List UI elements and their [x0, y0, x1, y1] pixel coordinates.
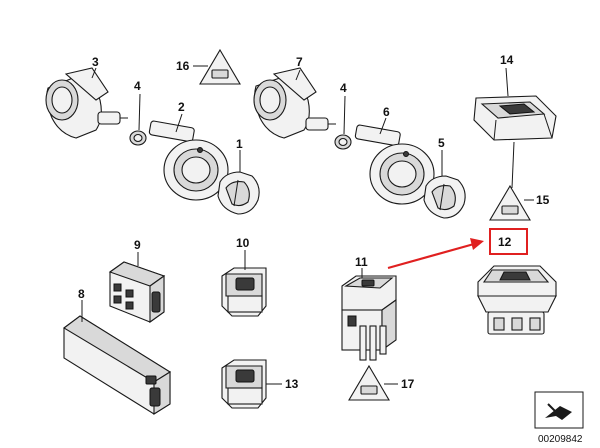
leader-7	[295, 69, 301, 81]
highlight-box-12	[489, 228, 528, 255]
reference-number: 00209842	[538, 434, 583, 445]
part-4-nut-left	[129, 130, 147, 146]
label-16: 16	[176, 59, 190, 73]
part-3-actuator	[45, 67, 128, 139]
label-17: 17	[401, 377, 415, 391]
part-9-switch	[108, 261, 166, 324]
reference-icon-box	[534, 391, 584, 429]
label-8: 8	[78, 287, 85, 301]
part-2-switch-housing	[148, 120, 229, 201]
label-4-center: 4	[340, 81, 347, 95]
part-1-knob-left	[217, 171, 260, 215]
part-6-switch-housing	[354, 124, 435, 205]
label-12: 12	[498, 235, 512, 249]
label-5: 5	[438, 136, 445, 150]
label-14: 14	[500, 53, 514, 67]
leader-15-up	[511, 141, 515, 189]
red-arrow	[387, 238, 484, 270]
part-11-switch	[341, 275, 397, 361]
part-12-switch	[477, 265, 557, 335]
part-8-switch-strip	[63, 315, 172, 415]
leader-4-center	[343, 95, 346, 135]
label-11: 11	[355, 255, 368, 269]
part-15-warning-triangle	[489, 184, 531, 221]
part-10-switch	[221, 267, 267, 317]
part-16-warning-triangle	[199, 48, 241, 85]
label-10: 10	[236, 236, 250, 250]
leader-4-left	[138, 93, 141, 131]
part-5-knob-center	[423, 175, 466, 219]
part-13-switch	[221, 359, 267, 409]
label-15: 15	[536, 193, 550, 207]
leader-3	[91, 67, 97, 79]
leader-6	[379, 117, 387, 135]
label-6: 6	[383, 105, 390, 119]
part-4-nut-center	[334, 134, 352, 150]
leader-2	[175, 113, 183, 133]
label-1: 1	[236, 137, 243, 151]
label-9: 9	[134, 238, 141, 252]
label-3: 3	[92, 55, 99, 69]
label-4-left: 4	[134, 79, 141, 93]
part-7-actuator	[253, 67, 336, 139]
part-17-warning-triangle	[348, 364, 390, 401]
label-7: 7	[296, 55, 303, 69]
leader-14	[505, 67, 509, 97]
part-14-switch-module	[473, 95, 557, 141]
label-2: 2	[178, 100, 185, 114]
label-13: 13	[285, 377, 299, 391]
